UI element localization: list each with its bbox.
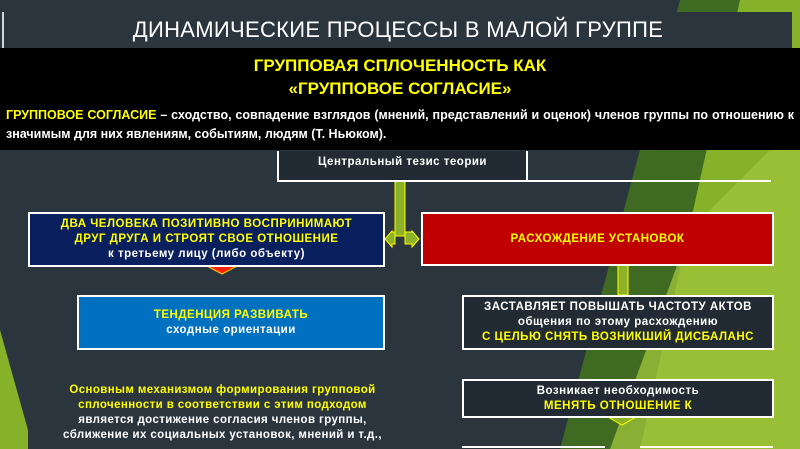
frequency-line-3: С ЦЕЛЬЮ СНЯТЬ ВОЗНИКШИЙ ДИСБАЛАНС (482, 331, 754, 343)
arrow-left-icon (384, 229, 396, 249)
frequency-box: ЗАСТАВЛЯЕТ ПОВЫШАТЬ ЧАСТОТУ АКТОВ общени… (462, 295, 774, 350)
mechanism-line-3: является достижение согласия членов груп… (78, 414, 367, 426)
left-box: ДВА ЧЕЛОВЕКА ПОЗИТИВНО ВОСПРИНИМАЮТ ДРУГ… (28, 212, 385, 267)
mechanism-line-2: сплоченности в соответствии с этим подхо… (78, 399, 367, 411)
mechanism-line-4: сближение их социальных установок, мнени… (63, 429, 382, 441)
arrow-right-icon (404, 229, 420, 249)
slide-title: ДИНАМИЧЕСКИЕ ПРОЦЕССЫ В МАЛОЙ ГРУППЕ (2, 12, 792, 48)
need-line-1: Возникает необходимость (536, 384, 700, 397)
definition: ГРУППОВОЕ СОГЛАСИЕ – сходство, совпадени… (6, 106, 794, 144)
tendency-line-1: ТЕНДЕНЦИЯ РАЗВИВАТЬ (153, 308, 309, 321)
tendency-box: ТЕНДЕНЦИЯ РАЗВИВАТЬ сходные ориентации (77, 295, 385, 350)
frequency-line-2: общения по этому расхождению (517, 316, 719, 328)
need-line-2: МЕНЯТЬ ОТНОШЕНИЕ К (543, 399, 693, 412)
mechanism-text: Основным механизмом формирования группов… (45, 383, 400, 443)
subtitle: ГРУППОВАЯ СПЛОЧЕННОСТЬ КАК «ГРУППОВОЕ СО… (0, 54, 800, 100)
left-box-line-1: ДВА ЧЕЛОВЕКА ПОЗИТИВНО ВОСПРИНИМАЮТ (60, 218, 353, 230)
frequency-line-1: ЗАСТАВЛЯЕТ ПОВЫШАТЬ ЧАСТОТУ АКТОВ (484, 301, 752, 313)
left-box-line-3: к третьему лицу (либо объекту) (108, 248, 305, 260)
definition-term: ГРУППОВОЕ СОГЛАСИЕ (6, 108, 157, 122)
definition-text: – сходство, совпадение взглядов (мнений,… (6, 108, 795, 141)
mechanism-line-1: Основным механизмом формирования группов… (69, 384, 376, 396)
left-box-line-2: ДРУГ ДРУГА И СТРОЯТ СВОЕ ОТНОШЕНИЕ (74, 233, 339, 245)
arrow-down-icon-2 (606, 416, 638, 426)
thesis-text: Центральный тезис теории (318, 156, 487, 168)
tendency-line-2: сходные ориентации (166, 323, 296, 336)
header-block: ГРУППОВАЯ СПЛОЧЕННОСТЬ КАК «ГРУППОВОЕ СО… (0, 48, 800, 150)
divergence-box: РАСХОЖДЕНИЕ УСТАНОВОК (421, 212, 774, 266)
subtitle-line-2: «ГРУППОВОЕ СОГЛАСИЕ» (288, 79, 512, 98)
divergence-text: РАСХОЖДЕНИЕ УСТАНОВОК (510, 232, 685, 245)
thesis-box: Центральный тезис теории (277, 151, 528, 182)
need-box: Возникает необходимость МЕНЯТЬ ОТНОШЕНИЕ… (462, 379, 774, 418)
subtitle-line-1: ГРУППОВАЯ СПЛОЧЕННОСТЬ КАК (253, 56, 547, 75)
